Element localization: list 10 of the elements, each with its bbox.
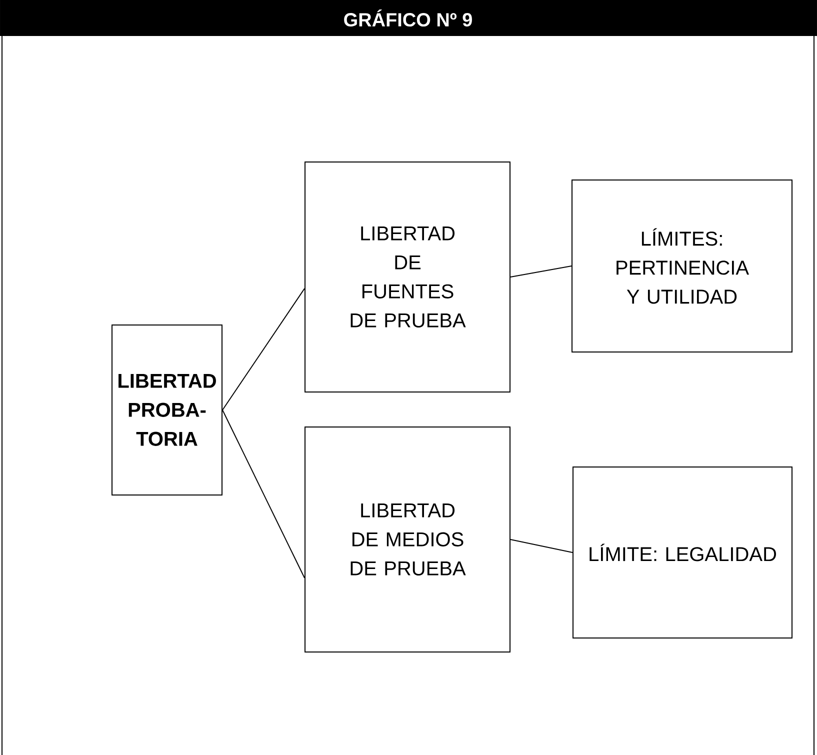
text-box: LÍMITES: PERTINENCIA Y UTILIDAD — [572, 180, 792, 352]
title-bar: GRÁFICO Nº 9 — [0, 0, 817, 36]
text-box: LÍMITE: LEGALIDAD — [572, 466, 792, 638]
text-box: LIBERTAD DE FUENTES DE PRUEBA — [304, 162, 510, 392]
connector-line — [510, 538, 573, 553]
connector-line — [222, 288, 305, 410]
text-box: LIBERTAD PROBA- TORIA — [112, 324, 222, 496]
connector-line — [222, 410, 305, 578]
connector-line — [510, 266, 572, 278]
text-box: LIBERTAD DE MEDIOS DE PRUEBA — [304, 426, 510, 652]
